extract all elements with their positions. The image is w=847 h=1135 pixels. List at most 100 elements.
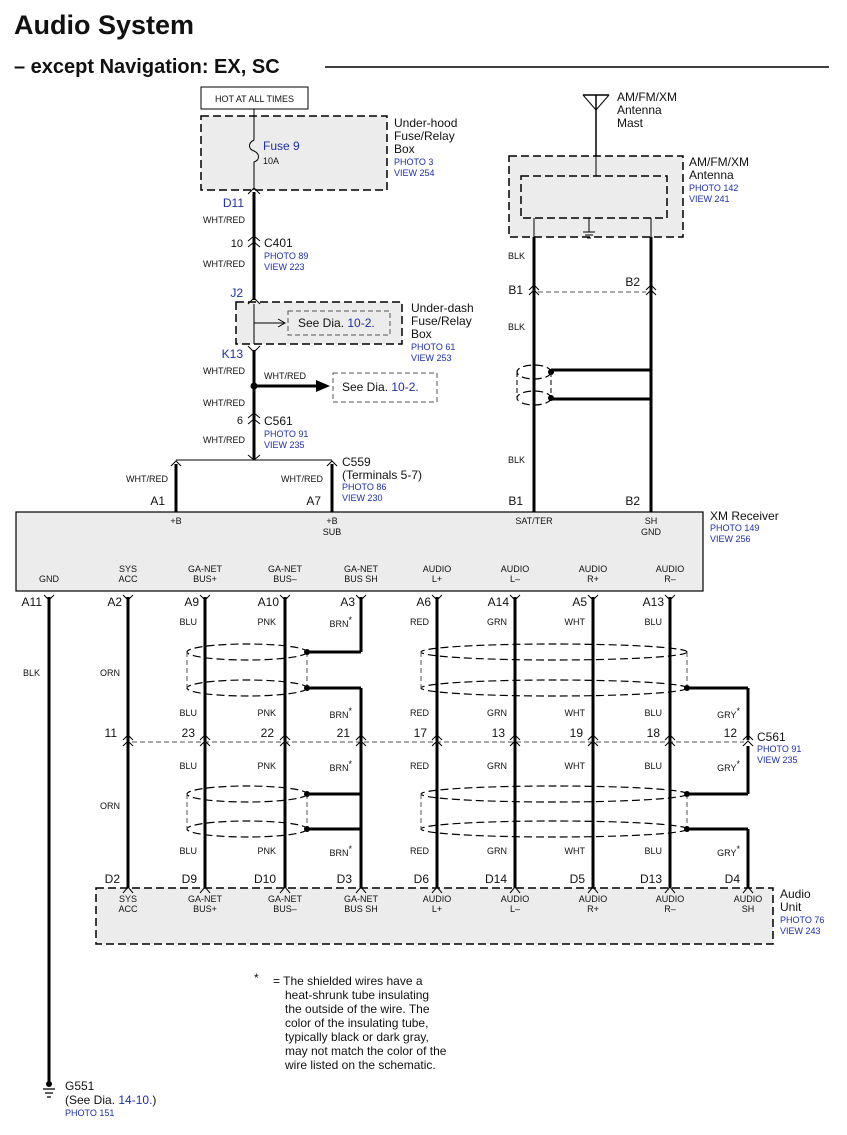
svg-text:A10: A10 [258, 595, 280, 609]
svg-text:Box: Box [411, 327, 432, 341]
svg-text:AUDIO: AUDIO [734, 894, 763, 904]
xm-pin-sh-gnd-1: SH [645, 516, 658, 526]
c561-mid-pin-numbers: 11 23 22 21 17 13 19 18 12 [105, 726, 738, 740]
branch-see-text: See Dia. 10-2. [342, 380, 419, 394]
svg-text:PHOTO 149: PHOTO 149 [710, 523, 759, 533]
wire-wht-red-3: WHT/RED [203, 366, 245, 376]
svg-text:Mast: Mast [617, 116, 644, 130]
svg-text:GA-NET: GA-NET [268, 894, 303, 904]
svg-text:AUDIO: AUDIO [656, 564, 685, 574]
xm-pin-plus-b-sub-2: SUB [323, 527, 342, 537]
svg-text:AUDIO: AUDIO [501, 564, 530, 574]
audio-unit-label: Audio Unit PHOTO 76 VIEW 243 [780, 887, 824, 936]
svg-text:11: 11 [105, 726, 118, 740]
antenna-mast-icon [582, 94, 610, 156]
svg-text:VIEW 253: VIEW 253 [411, 353, 452, 363]
svg-text:(See Dia. 14-10.): (See Dia. 14-10.) [65, 1093, 156, 1107]
svg-text:WHT: WHT [565, 617, 586, 627]
svg-text:L+: L+ [432, 904, 442, 914]
svg-text:BLU: BLU [179, 708, 197, 718]
svg-text:Box: Box [394, 142, 415, 156]
wire-labels-row-3: BLU PNK BRN* RED GRN WHT BLU GRY* [179, 759, 740, 773]
svg-text:GRN: GRN [487, 761, 507, 771]
svg-text:ACC: ACC [118, 574, 138, 584]
c561-top-pin: 6 [237, 415, 243, 427]
svg-text:C561: C561 [757, 730, 786, 744]
xm-top-term-b1: B1 [508, 494, 523, 508]
c401-label: C401 PHOTO 89 VIEW 223 [264, 236, 308, 272]
wire-blk-ant-2: BLK [508, 322, 525, 332]
svg-text:may not match the color of the: may not match the color of the [285, 1044, 447, 1058]
antenna-label: AM/FM/XM Antenna PHOTO 142 VIEW 241 [689, 155, 749, 204]
wire-blk-gnd: BLK [23, 668, 40, 678]
svg-text:A5: A5 [572, 595, 587, 609]
svg-text:GRN: GRN [487, 846, 507, 856]
xm-pin-sh-gnd-2: GND [641, 527, 662, 537]
svg-text:PHOTO 151: PHOTO 151 [65, 1108, 114, 1118]
audio-unit-box [95, 887, 774, 945]
wire-wht-red-4: WHT/RED [203, 398, 245, 408]
fuse-symbol [249, 116, 259, 190]
antenna-inner-box [520, 175, 668, 219]
svg-text:BUS+: BUS+ [193, 574, 217, 584]
svg-text:BUS SH: BUS SH [344, 904, 378, 914]
svg-text:PNK: PNK [257, 761, 276, 771]
svg-text:WHT: WHT [565, 708, 586, 718]
svg-text:Under-hood: Under-hood [394, 116, 457, 130]
svg-text:GRY*: GRY* [717, 706, 740, 720]
svg-text:BRN*: BRN* [329, 615, 352, 629]
branch-see-box [332, 372, 438, 403]
svg-text:BLU: BLU [644, 708, 662, 718]
c561-top-label: C561 PHOTO 91 VIEW 235 [264, 414, 308, 450]
svg-text:Audio: Audio [780, 887, 811, 901]
wire-orn-upper: ORN [100, 668, 120, 678]
wire-wht-red-a1: WHT/RED [126, 474, 168, 484]
svg-text:VIEW 235: VIEW 235 [264, 440, 305, 450]
svg-text:BUS–: BUS– [273, 904, 297, 914]
svg-text:GA-NET: GA-NET [268, 564, 303, 574]
wire-labels-row-4: BLU PNK BRN* RED GRN WHT BLU GRY* [179, 844, 740, 858]
wire-orn-lower: ORN [100, 801, 120, 811]
svg-text:PHOTO 142: PHOTO 142 [689, 183, 738, 193]
svg-text:GRY*: GRY* [717, 759, 740, 773]
svg-text:= The shielded wires have a: = The shielded wires have a [273, 974, 423, 988]
svg-text:D9: D9 [182, 872, 198, 886]
svg-text:22: 22 [261, 726, 275, 740]
svg-text:R–: R– [664, 574, 676, 584]
svg-text:A13: A13 [643, 595, 665, 609]
svg-text:PNK: PNK [257, 617, 276, 627]
svg-text:BLU: BLU [179, 761, 197, 771]
underhood-box-label: Under-hood Fuse/Relay Box PHOTO 3 VIEW 2… [394, 116, 457, 178]
svg-text:VIEW 235: VIEW 235 [757, 755, 798, 765]
svg-text:BLU: BLU [644, 617, 662, 627]
svg-text:ACC: ACC [118, 904, 138, 914]
svg-text:PHOTO 91: PHOTO 91 [757, 744, 801, 754]
svg-text:BUS SH: BUS SH [344, 574, 378, 584]
svg-text:A9: A9 [184, 595, 199, 609]
svg-text:12: 12 [724, 726, 738, 740]
xm-receiver-box [15, 511, 704, 592]
svg-text:PHOTO 76: PHOTO 76 [780, 915, 824, 925]
wire-wht-red-a7: WHT/RED [281, 474, 323, 484]
c559-label: C559 (Terminals 5-7) PHOTO 86 VIEW 230 [342, 455, 422, 503]
antenna-shield [516, 364, 651, 406]
page-title: Audio System [14, 10, 194, 40]
xm-pin-plus-b: +B [170, 516, 181, 526]
svg-text:A2: A2 [107, 595, 122, 609]
ground-icon [43, 1088, 55, 1098]
svg-text:Antenna: Antenna [689, 168, 734, 182]
svg-text:D5: D5 [570, 872, 586, 886]
svg-text:BLU: BLU [179, 617, 197, 627]
underdash-see-text: See Dia. 10-2. [298, 316, 375, 330]
shielded-wire-footnote: * = The shielded wires have a heat-shrun… [254, 971, 447, 1072]
antenna-b2: B2 [625, 275, 640, 289]
wire-labels-row-2: BLU PNK BRN* RED GRN WHT BLU GRY* [179, 706, 740, 720]
hot-at-all-times-label: HOT AT ALL TIMES [215, 94, 294, 104]
antenna-b1: B1 [508, 283, 523, 297]
svg-text:L–: L– [510, 904, 520, 914]
svg-text:VIEW 230: VIEW 230 [342, 493, 383, 503]
wire-labels-row-1: BLU PNK BRN* RED GRN WHT BLU [179, 615, 662, 629]
svg-text:RED: RED [410, 846, 430, 856]
svg-text:wire listed on the schematic.: wire listed on the schematic. [284, 1058, 436, 1072]
svg-text:A6: A6 [416, 595, 431, 609]
